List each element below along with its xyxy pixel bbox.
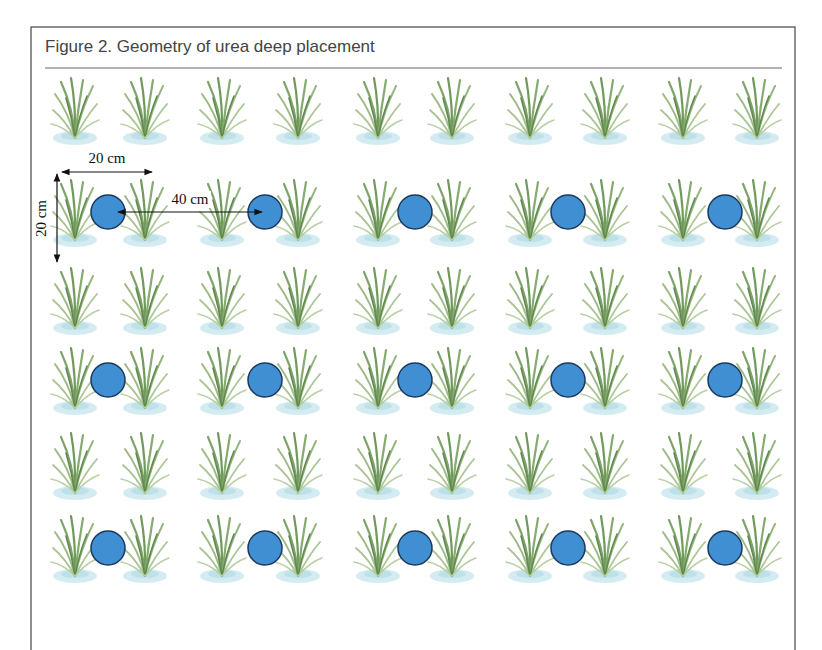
rice-plant: [506, 433, 554, 500]
dimension-arrow: [62, 171, 152, 172]
rice-plant: [581, 433, 629, 500]
rice-plant: [659, 268, 707, 335]
plant-grid: [51, 78, 781, 583]
dimension-label: 20 cm: [33, 197, 50, 238]
rice-plant: [121, 348, 169, 415]
urea-briquette: [708, 363, 742, 397]
urea-briquette: [398, 363, 432, 397]
rice-plant: [51, 433, 99, 500]
rice-plant: [581, 348, 629, 415]
urea-briquette: [398, 195, 432, 229]
rice-plant: [354, 348, 402, 415]
rice-plant: [354, 433, 402, 500]
urea-briquette: [708, 195, 742, 229]
rice-plant: [659, 433, 707, 500]
rice-plant: [733, 268, 781, 335]
figure-title: Figure 2. Geometry of urea deep placemen…: [45, 37, 375, 57]
dimension-arrow: [118, 211, 262, 212]
rice-plant: [121, 433, 169, 500]
rice-plant: [428, 348, 476, 415]
rice-plant: [506, 348, 554, 415]
urea-briquette: [248, 363, 282, 397]
rice-plant: [506, 516, 554, 583]
rice-plant: [581, 268, 629, 335]
rice-plant: [581, 78, 629, 145]
rice-plant: [354, 78, 402, 145]
rice-plant: [506, 268, 554, 335]
rice-plant: [274, 78, 322, 145]
rice-plant: [354, 268, 402, 335]
rice-plant: [659, 516, 707, 583]
dimension-label: 20 cm: [86, 150, 127, 167]
rice-plant: [354, 516, 402, 583]
rice-plant: [354, 180, 402, 247]
rice-plant: [733, 433, 781, 500]
rice-plant: [506, 180, 554, 247]
rice-plant: [51, 78, 99, 145]
urea-briquette: [551, 531, 585, 565]
rice-plant: [581, 180, 629, 247]
rice-plant: [428, 78, 476, 145]
rice-plant: [274, 268, 322, 335]
rice-plant: [428, 268, 476, 335]
rice-plant: [733, 78, 781, 145]
dimension-arrow: [56, 174, 57, 262]
dimension-label: 40 cm: [169, 191, 210, 208]
rice-plant: [428, 516, 476, 583]
rice-plant: [581, 516, 629, 583]
figure-frame: [31, 27, 795, 650]
rice-plant: [198, 348, 246, 415]
rice-plant: [198, 78, 246, 145]
rice-plant: [121, 516, 169, 583]
rice-plant: [428, 180, 476, 247]
rice-plant: [274, 433, 322, 500]
rice-plant: [659, 180, 707, 247]
rice-plant: [428, 433, 476, 500]
rice-plant: [198, 268, 246, 335]
urea-briquette: [91, 531, 125, 565]
urea-briquette: [708, 531, 742, 565]
rice-plant: [659, 348, 707, 415]
dimension-lines: [57, 172, 262, 262]
urea-briquette: [398, 531, 432, 565]
urea-briquette: [551, 363, 585, 397]
rice-plant: [121, 268, 169, 335]
rice-plant: [506, 78, 554, 145]
rice-plant: [659, 78, 707, 145]
rice-plant: [121, 78, 169, 145]
title-rule: [45, 68, 782, 69]
urea-granules: [91, 195, 742, 565]
rice-plant: [51, 268, 99, 335]
urea-briquette: [248, 531, 282, 565]
rice-plant: [198, 516, 246, 583]
urea-briquette: [91, 363, 125, 397]
rice-plant: [121, 180, 169, 247]
rice-plant: [198, 433, 246, 500]
urea-briquette: [551, 195, 585, 229]
